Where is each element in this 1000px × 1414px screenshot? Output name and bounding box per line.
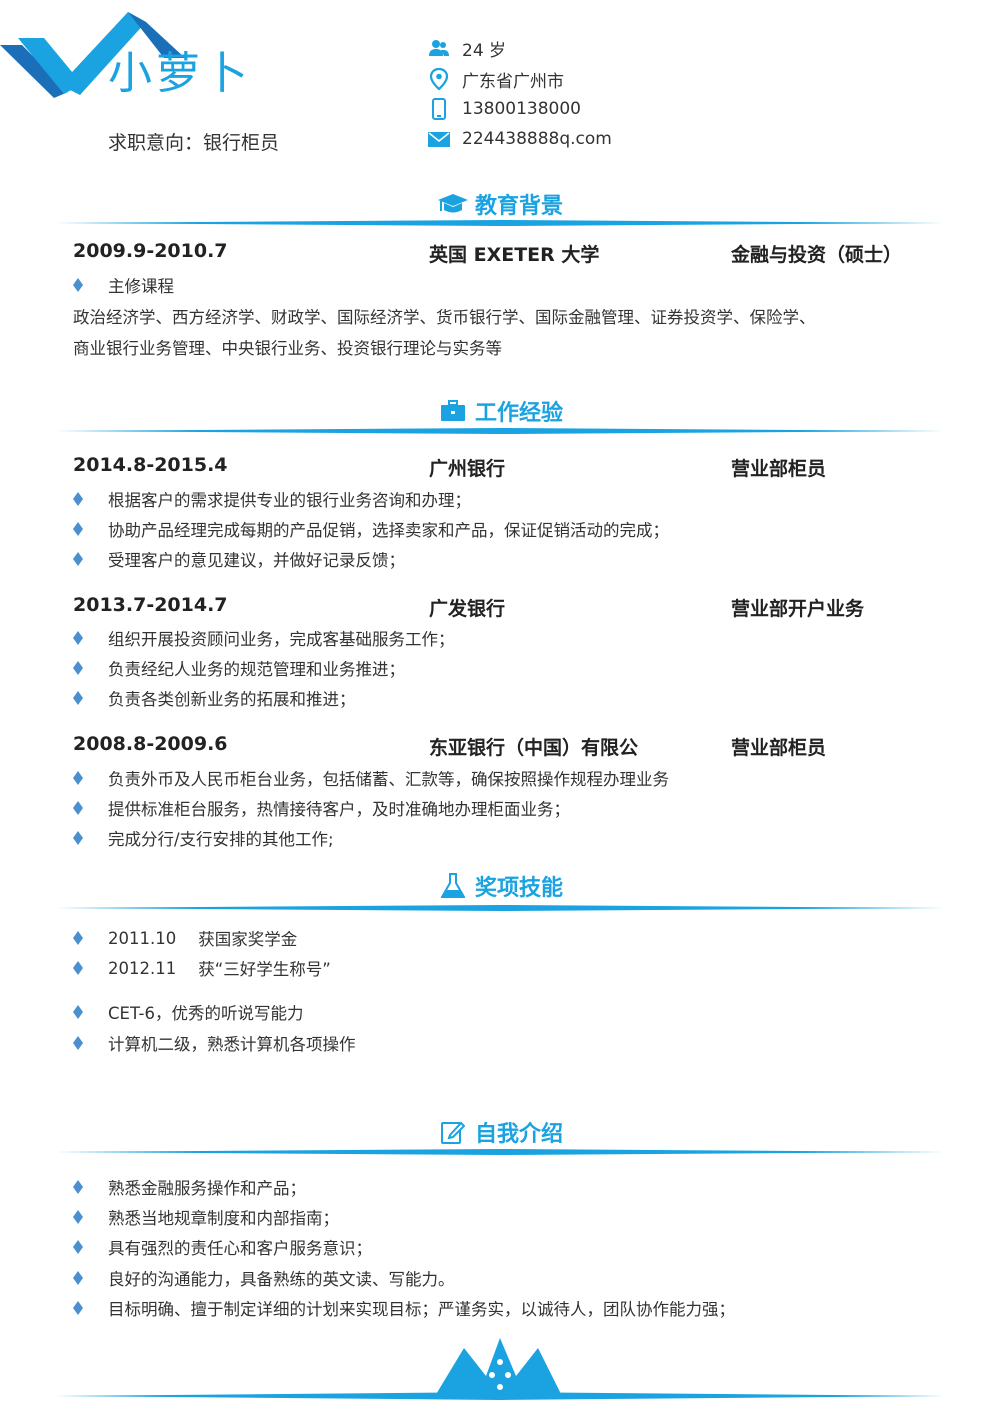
section-title-self-intro: 自我介绍	[0, 1115, 1000, 1149]
list-item: 计算机二级，熟悉计算机各项操作	[73, 1030, 356, 1056]
diamond-bullet-icon	[73, 1265, 108, 1291]
education-school: 英国 EXETER 大学	[429, 244, 600, 266]
graduation-cap-icon	[437, 190, 469, 218]
contact-email: 224438888q.com	[428, 127, 612, 151]
mail-icon	[428, 128, 450, 150]
mountain-footer-decoration	[56, 1338, 944, 1400]
list-item: 受理客户的意见建议，并做好记录反馈；	[73, 546, 405, 572]
chevron-logo	[0, 12, 185, 98]
job-company: 广发银行	[429, 598, 506, 620]
section-divider	[56, 428, 944, 434]
job-company: 广州银行	[429, 458, 506, 480]
job-period: 2008.8-2009.6	[73, 733, 228, 755]
list-item: 提供标准柜台服务，热情接待客户，及时准确地办理柜面业务；	[73, 795, 570, 821]
diamond-bullet-icon	[73, 625, 108, 651]
diamond-bullet-icon	[73, 1030, 108, 1056]
job-period: 2014.8-2015.4	[73, 454, 228, 476]
job-row: 2014.8-2015.4 广州银行 营业部柜员	[73, 454, 953, 482]
list-item: 熟悉当地规章制度和内部指南；	[73, 1204, 339, 1230]
diamond-bullet-icon	[73, 1234, 108, 1260]
candidate-name: 小萝卜	[108, 48, 252, 99]
diamond-bullet-icon	[73, 655, 108, 681]
diamond-bullet-icon	[73, 925, 108, 951]
job-company: 东亚银行（中国）有限公	[429, 737, 639, 759]
section-divider	[56, 905, 944, 911]
list-item: 组织开展投资顾问业务，完成客基础服务工作；	[73, 625, 455, 651]
section-title-work: 工作经验	[0, 394, 1000, 428]
list-item: 根据客户的需求提供专业的银行业务咨询和办理；	[73, 486, 471, 512]
section-divider	[56, 1149, 944, 1155]
list-item: 负责外币及人民币柜台业务，包括储蓄、汇款等，确保按照操作规程办理业务	[73, 765, 669, 791]
section-title-awards: 奖项技能	[0, 869, 1000, 903]
diamond-bullet-icon	[73, 825, 108, 851]
phone-icon	[428, 98, 450, 120]
diamond-bullet-icon	[73, 685, 108, 711]
briefcase-icon	[437, 397, 469, 425]
job-role: 营业部开户业务	[731, 598, 865, 620]
list-item: 良好的沟通能力，具备熟练的英文读、写能力。	[73, 1265, 455, 1291]
section-title-education: 教育背景	[0, 187, 1000, 221]
edit-icon	[437, 1118, 469, 1146]
list-item: 协助产品经理完成每期的产品促销，选择卖家和产品，保证促销活动的完成；	[73, 516, 669, 542]
diamond-bullet-icon	[73, 546, 108, 572]
courses-text: 政治经济学、西方经济学、财政学、国际经济学、货币银行学、国际金融管理、证券投资学…	[73, 308, 816, 327]
list-item: 负责经纪人业务的规范管理和业务推进；	[73, 655, 405, 681]
education-period: 2009.9-2010.7	[73, 240, 228, 262]
job-row: 2013.7-2014.7 广发银行 营业部开户业务	[73, 594, 953, 622]
list-item: 熟悉金融服务操作和产品；	[73, 1174, 306, 1200]
education-degree: 金融与投资（硕士）	[731, 244, 903, 266]
courses-text: 商业银行业务管理、中央银行业务、投资银行理论与实务等	[73, 339, 502, 358]
list-item: 目标明确、擅于制定详细的计划来实现目标；严谨务实，以诚待人，团队协作能力强；	[73, 1295, 735, 1321]
contact-phone: 13800138000	[428, 97, 581, 121]
contact-location: 广东省广州市	[428, 67, 564, 92]
section-divider	[56, 220, 944, 226]
diamond-bullet-icon	[73, 486, 108, 512]
person-icon	[428, 37, 450, 59]
diamond-bullet-icon	[73, 272, 108, 298]
diamond-bullet-icon	[73, 795, 108, 821]
education-row: 2009.9-2010.7 英国 EXETER 大学 金融与投资（硕士）	[73, 240, 953, 268]
job-row: 2008.8-2009.6 东亚银行（中国）有限公 营业部柜员	[73, 733, 953, 761]
list-item: 具有强烈的责任心和客户服务意识；	[73, 1234, 372, 1260]
list-item: 负责各类创新业务的拓展和推进；	[73, 685, 356, 711]
list-item: 完成分行/支行安排的其他工作;	[73, 825, 334, 851]
diamond-bullet-icon	[73, 765, 108, 791]
list-item: 主修课程	[73, 272, 174, 298]
job-intent: 求职意向：银行柜员	[108, 132, 280, 154]
diamond-bullet-icon	[73, 1204, 108, 1230]
job-role: 营业部柜员	[731, 737, 827, 759]
diamond-bullet-icon	[73, 1295, 108, 1321]
job-role: 营业部柜员	[731, 458, 827, 480]
diamond-bullet-icon	[73, 1174, 108, 1200]
diamond-bullet-icon	[73, 516, 108, 542]
diamond-bullet-icon	[73, 999, 108, 1025]
flask-icon	[437, 872, 469, 900]
contact-age: 24 岁	[428, 36, 506, 61]
list-item: CET-6，优秀的听说写能力	[73, 999, 303, 1025]
diamond-bullet-icon	[73, 955, 108, 981]
location-pin-icon	[428, 68, 450, 90]
job-period: 2013.7-2014.7	[73, 594, 228, 616]
